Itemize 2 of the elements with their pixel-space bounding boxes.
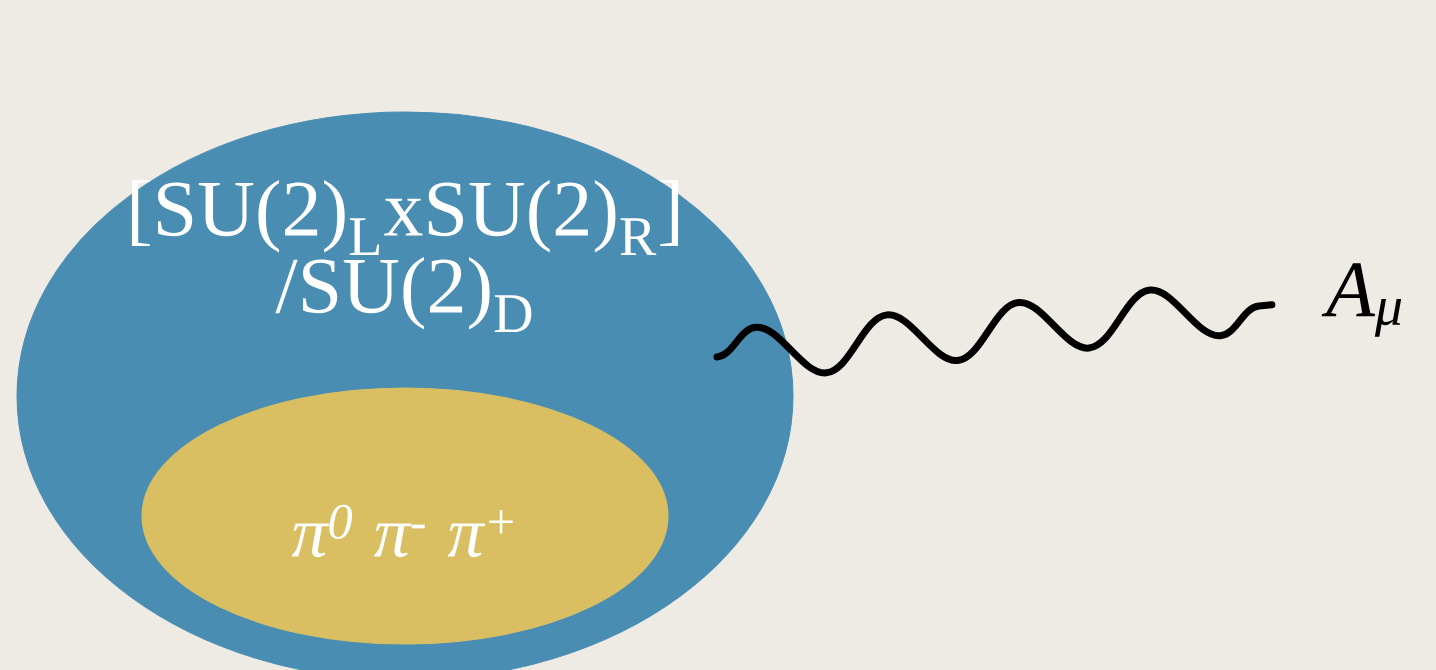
wavy-line	[713, 286, 1276, 377]
symbol-label: A$_{μ}$	[1321, 263, 1402, 337]
